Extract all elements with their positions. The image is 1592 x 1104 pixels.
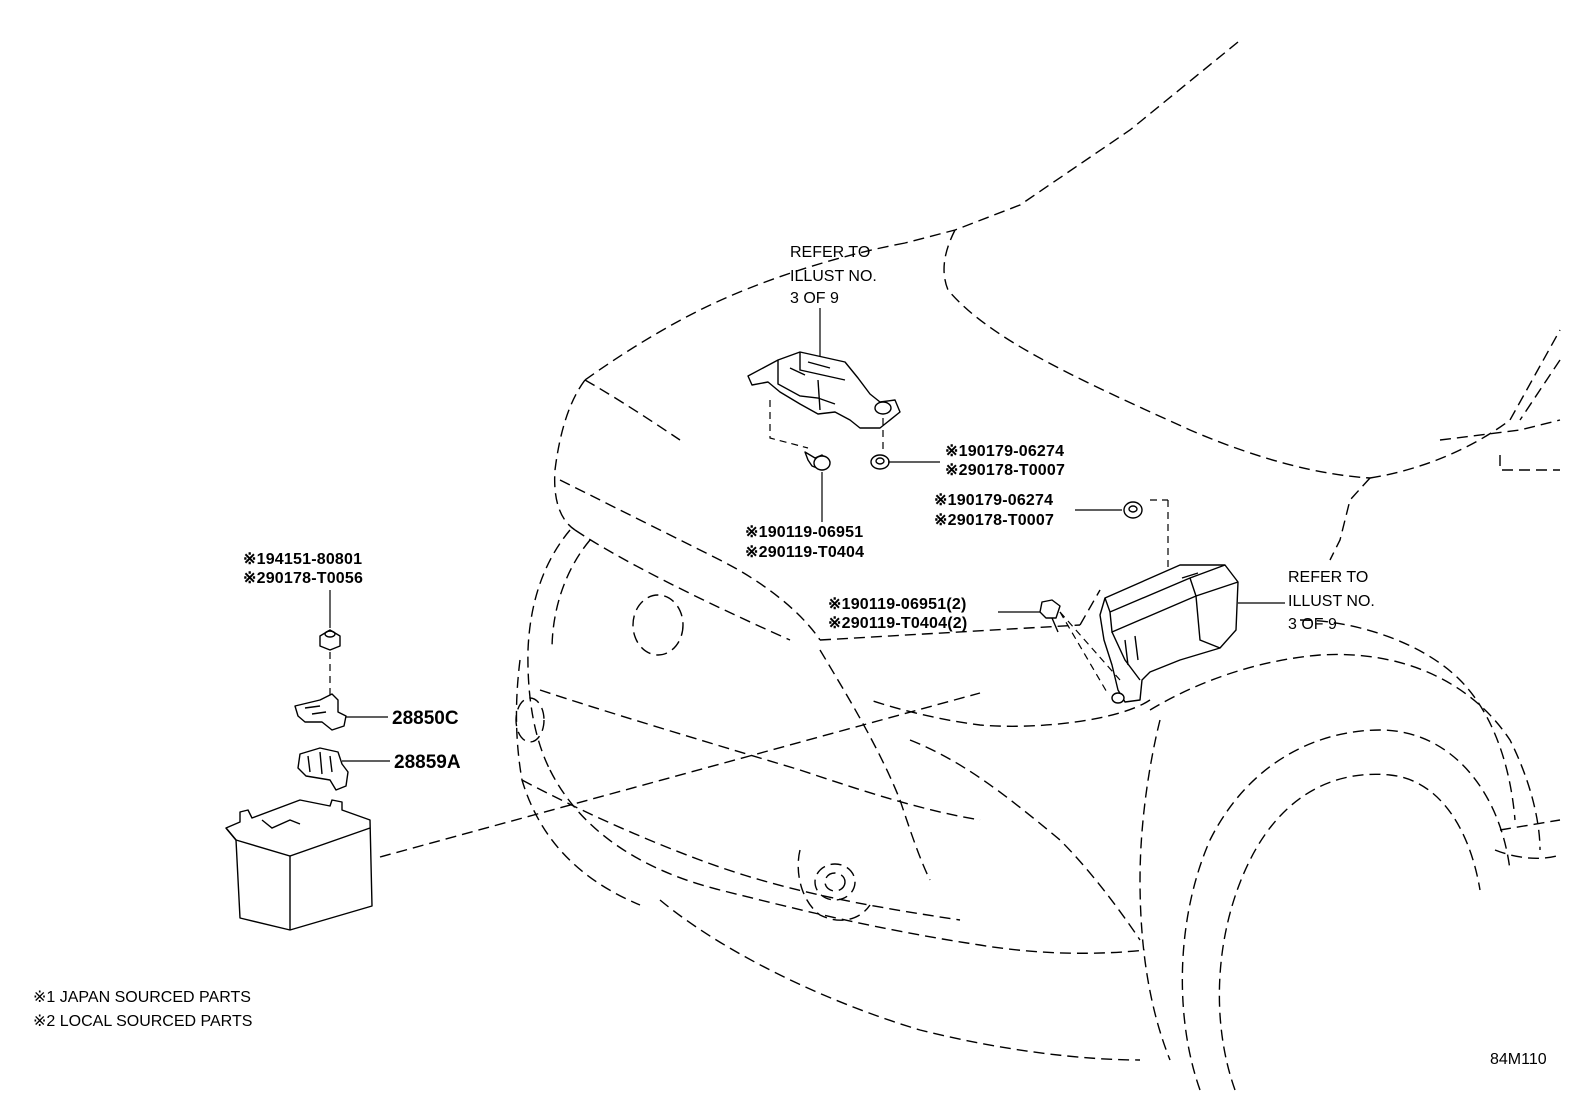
refer-label-right-1: REFER TO <box>1288 569 1368 586</box>
refer-label-top-2: ILLUST NO. <box>790 268 877 285</box>
part-number-bolt-top-2: ※290119-T0404 <box>745 544 864 561</box>
refer-label-top-3: 3 OF 9 <box>790 290 839 307</box>
battery <box>225 799 373 931</box>
battery-clamp <box>294 693 347 731</box>
nut-icon <box>319 629 341 651</box>
bolt-icon <box>1039 599 1061 633</box>
part-number-nut-top-1: ※190179-06274 <box>945 443 1064 460</box>
refer-label-right-2: ILLUST NO. <box>1288 593 1375 610</box>
part-number-battery-nut-2: ※290178-T0056 <box>243 570 363 587</box>
note-japan-sourced: ※1 JAPAN SOURCED PARTS <box>33 989 251 1006</box>
refer-label-top-1: REFER TO <box>790 244 870 261</box>
junction-block-upper <box>747 351 901 429</box>
note-local-sourced: ※2 LOCAL SOURCED PARTS <box>33 1013 252 1030</box>
bolt-icon <box>804 451 831 471</box>
illustration-code: 84M110 <box>1490 1051 1547 1068</box>
battery-location-leader <box>379 692 981 858</box>
nut-icon <box>870 454 890 470</box>
fuse-box <box>1099 564 1239 704</box>
vehicle-outline <box>515 41 1561 1091</box>
refer-label-right-3: 3 OF 9 <box>1288 616 1337 633</box>
part-number-bolt-top-1: ※190119-06951 <box>745 524 863 541</box>
part-number-hold: 28859A <box>394 752 461 773</box>
part-number-bolt-right-1: ※190119-06951(2) <box>828 596 967 613</box>
part-number-battery-nut-1: ※194151-80801 <box>243 551 362 568</box>
nut-icon <box>1123 501 1143 519</box>
part-number-nut-top-2: ※290178-T0007 <box>945 462 1065 479</box>
part-number-bolt-right-2: ※290119-T0404(2) <box>828 615 967 632</box>
part-number-clamp: 28850C <box>392 708 459 729</box>
part-number-nut-right-2: ※290178-T0007 <box>934 512 1054 529</box>
part-number-nut-right-1: ※190179-06274 <box>934 492 1053 509</box>
battery-hold <box>297 747 349 791</box>
